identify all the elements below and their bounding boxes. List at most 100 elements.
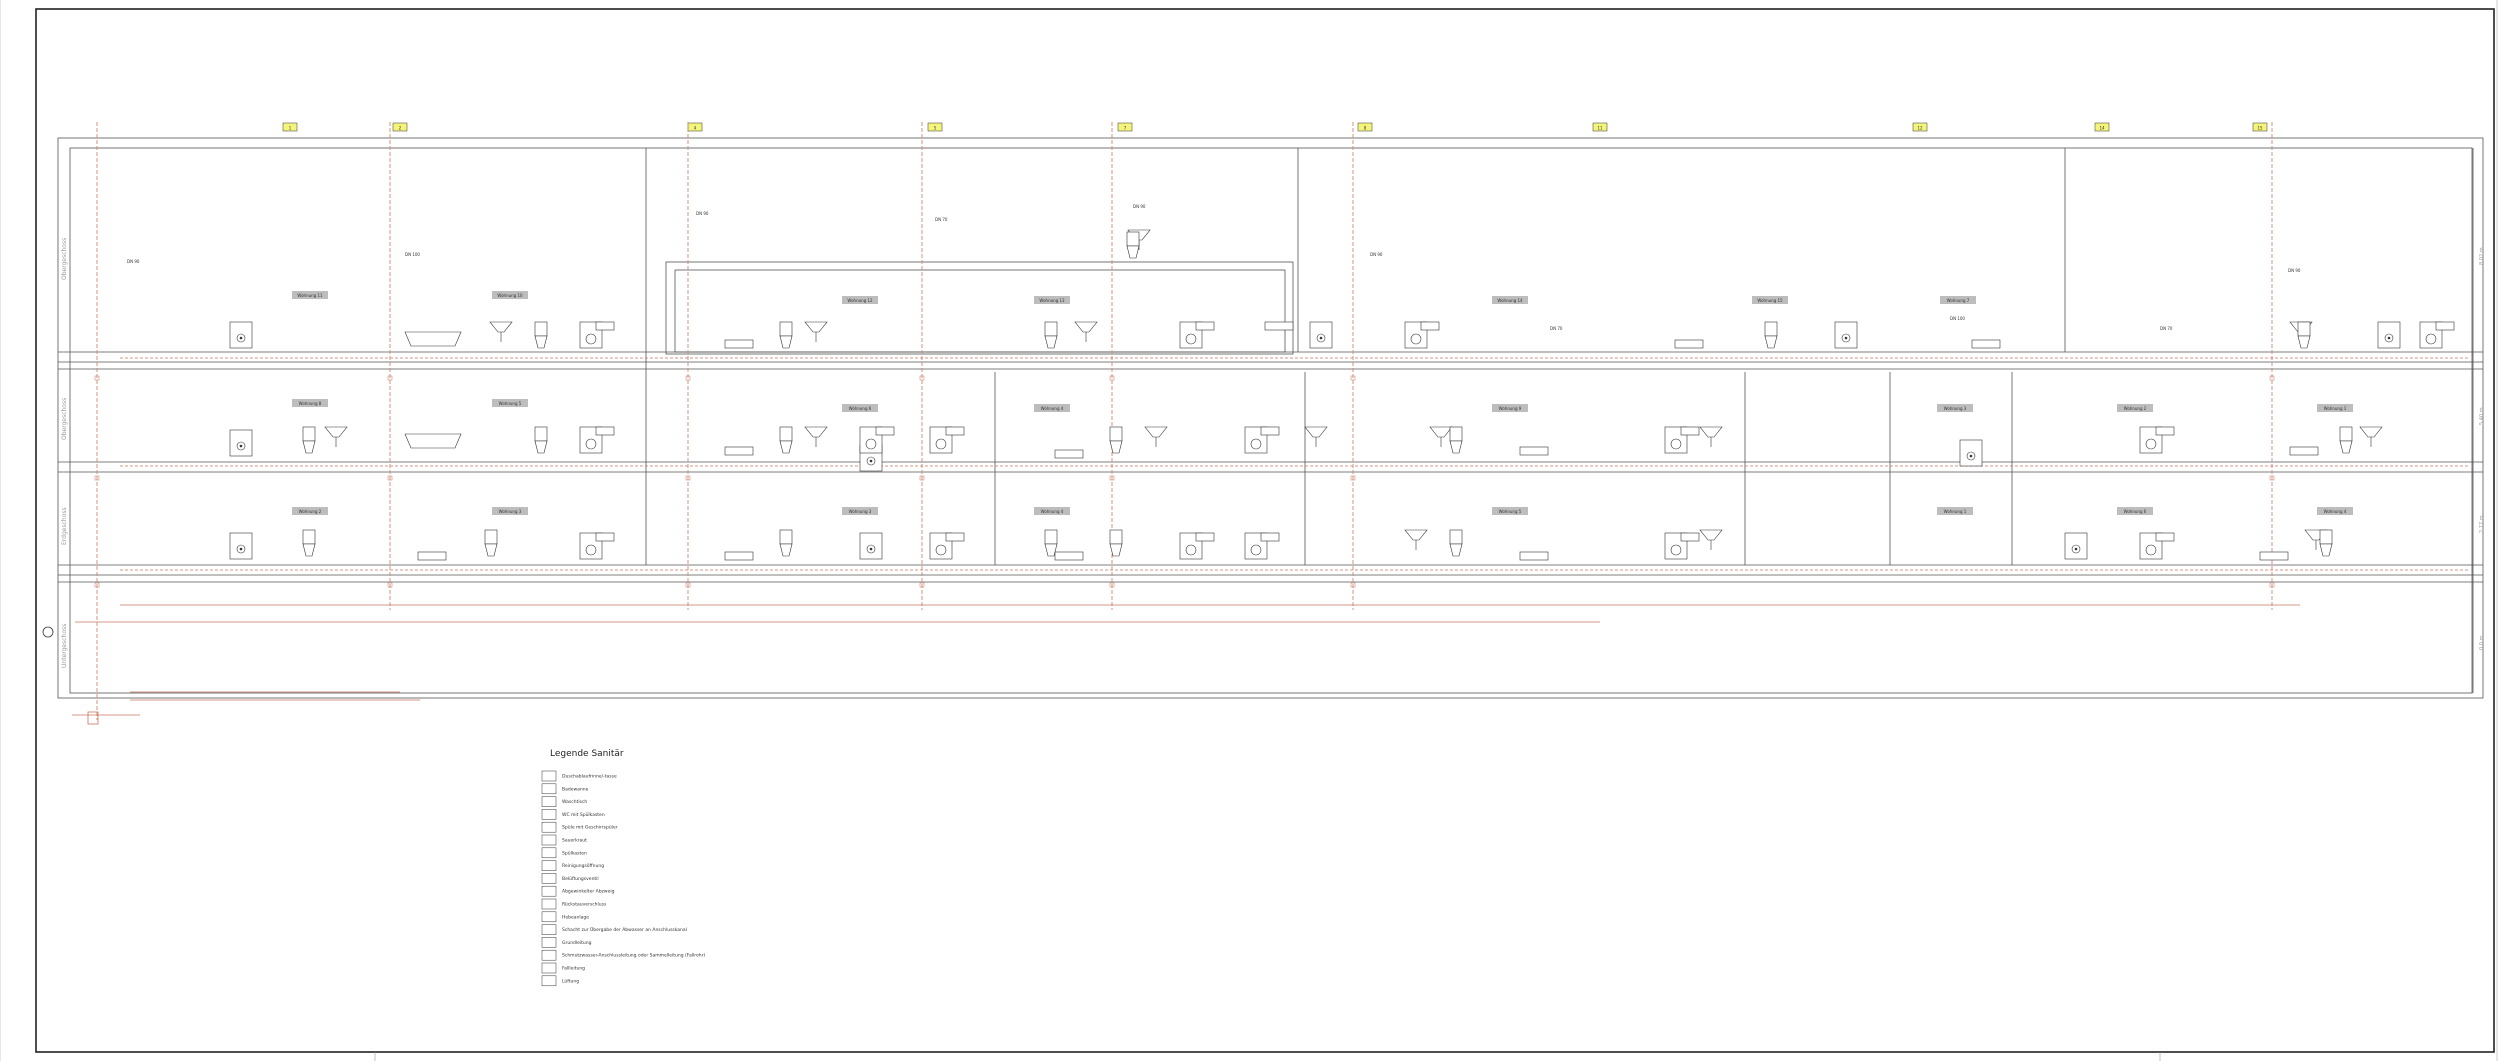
room-label: Wohnung 4	[1034, 507, 1070, 515]
legend-item-label: WC mit Spülkasten	[562, 812, 605, 818]
sink-icon	[1519, 446, 1549, 456]
room-label-text: Wohnung 4	[1041, 509, 1064, 514]
room-label-text: Wohnung 2	[2124, 406, 2147, 411]
room-label: Wohnung 2	[2117, 404, 2153, 412]
room-label: Wohnung 6	[842, 404, 878, 412]
room-label: Wohnung 15	[1752, 296, 1788, 304]
sink-icon	[2259, 551, 2289, 561]
sink-icon	[724, 339, 754, 349]
room-label-text: Wohnung 7	[1947, 298, 1970, 303]
wc-icon	[1126, 231, 1140, 259]
washbasin-icon	[1304, 426, 1328, 447]
level-4: 0.0 m	[2479, 635, 2485, 650]
wc-icon	[1449, 426, 1463, 454]
room-label-text: Wohnung 3	[1944, 406, 1967, 411]
inspection-chamber	[42, 626, 99, 725]
wc-icon	[1764, 321, 1778, 349]
shower-tray-icon	[2064, 532, 2088, 560]
room-label: Wohnung 1	[2317, 404, 2353, 412]
room-label: Wohnung 5	[492, 399, 528, 407]
axis-tag-label: 15	[2257, 126, 2263, 131]
cleanout-marker	[94, 582, 100, 588]
room-label-text: Wohnung 4	[1041, 406, 1064, 411]
cleanout-marker	[1109, 375, 1115, 381]
legend-item-label: Hebeanlage	[562, 914, 589, 920]
floor-labels: Obergeschoss Obergeschoss Erdgeschoss Un…	[61, 238, 68, 668]
pipe-label: DN 100	[1950, 316, 1965, 321]
shower-tray-icon	[2377, 321, 2401, 349]
legend-item-label: Grundleitung	[562, 940, 592, 946]
cleanout-marker	[685, 375, 691, 381]
level-readouts: 8.02 m 5.40 m 2.77 m 0.0 m	[2479, 247, 2485, 650]
axis-tag-label: 12	[1917, 126, 1923, 131]
washbasin-icon	[1144, 426, 1168, 447]
washbasin-icon	[1404, 529, 1428, 550]
cleanout-marker	[685, 475, 691, 481]
legend-item-label: Spülkasten	[562, 850, 587, 856]
sink-icon	[724, 446, 754, 456]
kitchen-sink-icon	[1244, 426, 1280, 454]
pipe-label: DN 90	[696, 211, 709, 216]
room-labels: Wohnung 11 Wohnung 10 Wohnung 12 Wohnung 13…	[292, 291, 2353, 515]
kitchen-sink-icon	[2139, 532, 2175, 560]
floor-label-og2: Obergeschoss	[61, 238, 68, 280]
axis-tag-label: 4	[694, 126, 697, 131]
kitchen-sink-icon	[1664, 532, 1700, 560]
sink-icon: Sauerkraut	[541, 834, 587, 846]
wc-icon: WC mit Spülkasten	[541, 809, 605, 820]
wc-icon	[302, 426, 316, 454]
level-1: 8.02 m	[2479, 247, 2485, 265]
room-label-text: Wohnung 3	[849, 509, 872, 514]
wc-icon	[484, 529, 498, 557]
axis-tag: 12	[1912, 122, 1928, 132]
cleanout-marker	[1350, 582, 1356, 588]
room-label: Wohnung 3	[842, 507, 878, 515]
room-label-text: Wohnung 6	[849, 406, 872, 411]
cleanout-marker	[2269, 582, 2275, 588]
pipe-icon: Schmutzwasser-Anschlussleitung oder Samm…	[541, 949, 705, 961]
room-label-text: Wohnung 1	[2324, 406, 2347, 411]
axis-tag: 11	[1592, 122, 1608, 132]
washbasin-icon	[804, 426, 828, 447]
shower-tray-icon	[1834, 321, 1858, 349]
axis-tag-label: 2	[399, 126, 402, 131]
cleanout-marker	[1109, 582, 1115, 588]
wc-icon	[1044, 321, 1058, 349]
kitchen-sink-icon: Spüle mit Geschirrspüler	[541, 821, 618, 833]
kitchen-sink-icon	[1664, 426, 1700, 454]
room-label: Wohnung 13	[1034, 296, 1070, 304]
room-label: Wohnung 11	[292, 291, 328, 299]
floor-label-ug: Untergeschoss	[61, 624, 68, 668]
legend-item-label: Abgewinkelter Abzweig	[562, 889, 615, 895]
stack-icon: Fallleitung	[541, 962, 585, 974]
pipe-label: DN 70	[2160, 326, 2173, 331]
room-label-text: Wohnung 10	[497, 293, 523, 298]
wc-icon	[1109, 426, 1123, 454]
drain-stacks	[94, 122, 2275, 720]
cleanout-marker	[387, 375, 393, 381]
lift-station-icon: Hebeanlage	[541, 911, 589, 923]
washbasin-icon	[2359, 426, 2383, 447]
room-label-text: Wohnung 5	[1499, 509, 1522, 514]
bathtub-icon	[404, 331, 462, 347]
room-label: Wohnung 10	[492, 291, 528, 299]
axis-tag: 15	[2252, 122, 2268, 132]
room-label-text: Wohnung 12	[847, 298, 873, 303]
washbasin-icon	[1699, 426, 1723, 447]
legend-item-label: Belüftungsventil	[562, 876, 599, 882]
backflow-icon: Rückstauverschluss	[541, 898, 607, 910]
wc-icon	[534, 426, 548, 454]
branch-icon: Abgewinkelter Abzweig	[541, 885, 615, 897]
legend-item-label: Rückstauverschluss	[562, 902, 607, 908]
sink-icon	[417, 551, 447, 561]
shower-tray-icon	[229, 321, 253, 349]
kitchen-sink-icon	[2139, 426, 2175, 454]
pipe-label: DN 100	[405, 252, 420, 257]
cleanout-marker	[94, 475, 100, 481]
shower-tray-icon	[229, 532, 253, 560]
level-2: 5.40 m	[2479, 407, 2485, 425]
sink-icon	[724, 551, 754, 561]
legend-item-label: Duschablaufrinne/-tasse	[562, 774, 617, 780]
room-label-text: Wohnung 11	[297, 293, 323, 298]
